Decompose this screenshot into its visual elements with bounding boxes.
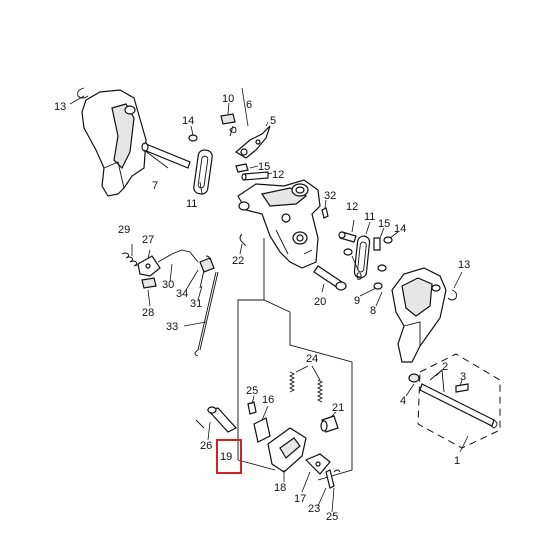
callout-14-top[interactable]: 14 (182, 115, 194, 127)
callout-12-right[interactable]: 12 (346, 201, 358, 213)
callout-20[interactable]: 20 (314, 296, 326, 308)
part-20-bolt (313, 265, 347, 293)
callout-15-right[interactable]: 15 (378, 218, 390, 230)
callout-13-right[interactable]: 13 (458, 259, 470, 271)
part-15-12-pins (235, 163, 273, 181)
callout-34[interactable]: 34 (176, 288, 188, 300)
part-29-spring (121, 252, 141, 267)
callout-17[interactable]: 17 (294, 493, 306, 505)
callout-19-label[interactable]: 19 (220, 451, 232, 463)
part-3-bolt (455, 383, 469, 393)
callout-2[interactable]: 2 (442, 361, 448, 373)
callout-8[interactable]: 8 (370, 305, 376, 317)
callout-33[interactable]: 33 (166, 321, 178, 333)
part-14-right-washer (383, 236, 393, 244)
callout-13-left[interactable]: 13 (54, 101, 66, 113)
part-13-left-clip (77, 87, 89, 99)
callout-5[interactable]: 5 (270, 115, 276, 127)
callout-25-upper[interactable]: 25 (246, 385, 258, 397)
callout-12-top[interactable]: 12 (272, 169, 284, 181)
callout-24[interactable]: 24 (306, 353, 318, 365)
part-17-arm (304, 453, 331, 475)
callout-11-right[interactable]: 11 (364, 211, 375, 223)
callout-10[interactable]: 10 (222, 93, 234, 105)
part-31-clip (199, 269, 205, 289)
left-bracket (81, 89, 147, 197)
part-5-lever (234, 121, 271, 159)
part-26-pin (195, 406, 237, 433)
part-12-right-pin (338, 231, 357, 243)
part-21-tube (320, 415, 339, 433)
part-32-pin (321, 199, 329, 219)
part-4-nut (408, 373, 420, 383)
part-22-clip (239, 233, 247, 247)
callout-4[interactable]: 4 (400, 395, 406, 407)
callout-15-top[interactable]: 15 (258, 161, 270, 173)
callout-31[interactable]: 31 (190, 298, 202, 310)
callout-1[interactable]: 1 (454, 455, 460, 467)
part-14-washer (188, 125, 198, 142)
callout-25-lower[interactable]: 25 (326, 511, 338, 523)
part-24-springs (288, 365, 324, 403)
callout-27[interactable]: 27 (142, 234, 154, 246)
part-16-plate (253, 417, 271, 443)
part-11-left-link (193, 149, 213, 195)
group-outline-lower (237, 459, 276, 471)
center-clamp-body (237, 179, 321, 269)
callout-21[interactable]: 21 (332, 402, 344, 414)
leader-lines (69, 87, 469, 513)
part-13-right-clip (447, 289, 457, 301)
highlight-box (216, 439, 242, 474)
part-34-spring (199, 255, 215, 273)
callout-19-highlighted[interactable]: 19 (216, 439, 242, 474)
part-1-rod (419, 383, 498, 429)
callout-3[interactable]: 3 (460, 371, 466, 383)
callout-22[interactable]: 22 (232, 255, 244, 267)
callout-30[interactable]: 30 (162, 279, 174, 291)
part-10-block (220, 102, 236, 125)
callout-23[interactable]: 23 (308, 503, 320, 515)
callout-16[interactable]: 16 (262, 394, 274, 406)
part-15-right-pin (373, 237, 381, 251)
part-9-washers (343, 248, 387, 290)
callout-9-lower[interactable]: 9 (354, 295, 360, 307)
part-28-block (141, 277, 157, 289)
group-outline-upper (237, 238, 353, 481)
part-25-lower-clip (333, 469, 341, 473)
part-33-rod (183, 271, 219, 357)
callout-29[interactable]: 29 (118, 224, 130, 236)
part-6-spring (229, 125, 237, 137)
callout-28[interactable]: 28 (142, 307, 154, 319)
callout-14-right[interactable]: 14 (394, 223, 406, 235)
callout-11-left[interactable]: 11 (186, 198, 197, 210)
part-27-lever (137, 255, 161, 277)
part-30-wire (157, 249, 199, 263)
callout-32[interactable]: 32 (324, 190, 336, 202)
part-23-pin (325, 469, 335, 489)
callout-9-upper[interactable]: 9 (356, 271, 362, 283)
dashed-box-right (417, 353, 501, 449)
callout-7[interactable]: 7 (152, 180, 158, 192)
right-bracket (391, 267, 447, 363)
callout-26[interactable]: 26 (200, 440, 212, 452)
part-18-lever (267, 427, 307, 473)
part-11-right-link (353, 235, 371, 279)
callout-18[interactable]: 18 (274, 482, 286, 494)
callout-6[interactable]: 6 (246, 99, 252, 111)
part-7-shaft (141, 142, 191, 169)
